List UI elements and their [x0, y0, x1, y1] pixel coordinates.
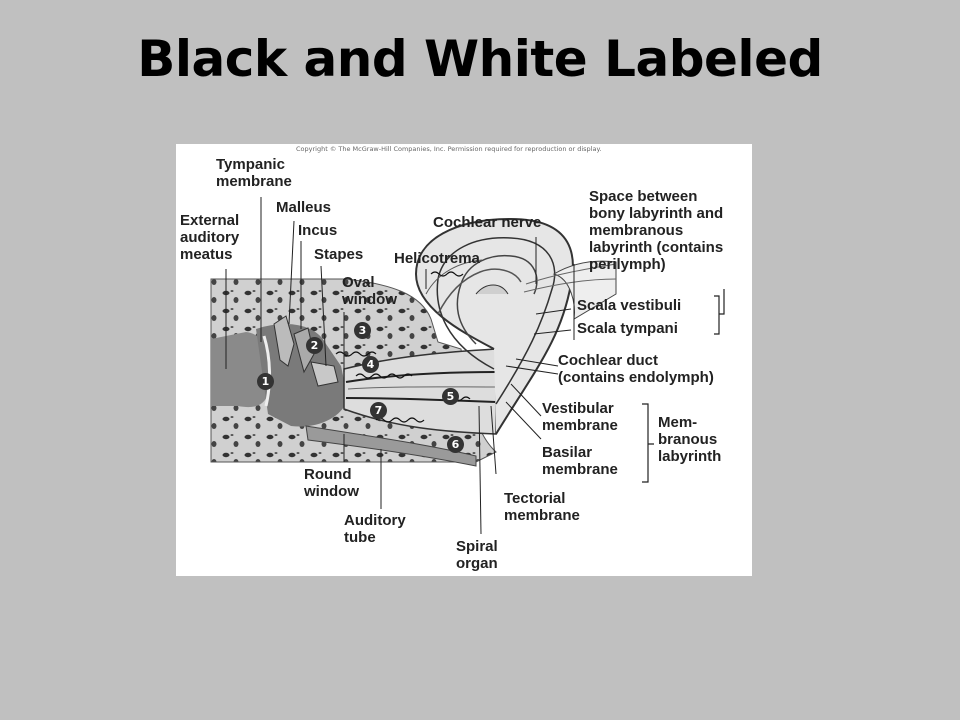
step-marker: 5	[442, 388, 459, 405]
label-helicotrema: Helicotrema	[394, 250, 480, 267]
step-marker: 1	[257, 373, 274, 390]
label-vestibular-membrane: Vestibular membrane	[542, 400, 618, 434]
label-basilar-membrane: Basilar membrane	[542, 444, 618, 478]
label-stapes: Stapes	[314, 246, 364, 263]
label-malleus: Malleus	[276, 199, 332, 216]
label-auditory-tube: Auditory tube	[344, 512, 406, 546]
label-scala-vestibuli: Scala vestibuli	[577, 297, 682, 314]
label-round-window: Round window	[304, 466, 359, 500]
step-marker: 6	[447, 436, 464, 453]
label-cochlear-nerve: Cochlear nerve	[433, 214, 542, 231]
label-membranous-labyrinth: Mem- branous labyrinth	[658, 414, 722, 465]
step-marker: 4	[362, 356, 379, 373]
step-marker: 2	[306, 337, 323, 354]
ear-cochlea-diagram: Copyright © The McGraw-Hill Companies, I…	[176, 144, 752, 576]
copyright-notice: Copyright © The McGraw-Hill Companies, I…	[296, 145, 602, 153]
slide-title: Black and White Labeled	[137, 30, 823, 88]
label-incus: Incus	[298, 222, 338, 239]
label-spiral-organ: Spiral organ	[456, 538, 498, 572]
label-tympanic-membrane: Tympanic membrane	[216, 156, 292, 190]
label-space-between-labyrinths: Space between bony labyrinth and membran…	[589, 188, 724, 273]
cochlea-illustration	[210, 197, 725, 535]
label-cochlear-duct: Cochlear duct (contains endolymph)	[558, 352, 714, 386]
step-marker: 7	[370, 402, 387, 419]
step-marker: 3	[354, 322, 371, 339]
label-external-auditory-meatus: External auditory meatus	[180, 212, 240, 263]
label-oval-window: Oval window	[342, 274, 397, 308]
label-scala-tympani: Scala tympani	[577, 320, 678, 337]
label-tectorial-membrane: Tectorial membrane	[504, 490, 580, 524]
